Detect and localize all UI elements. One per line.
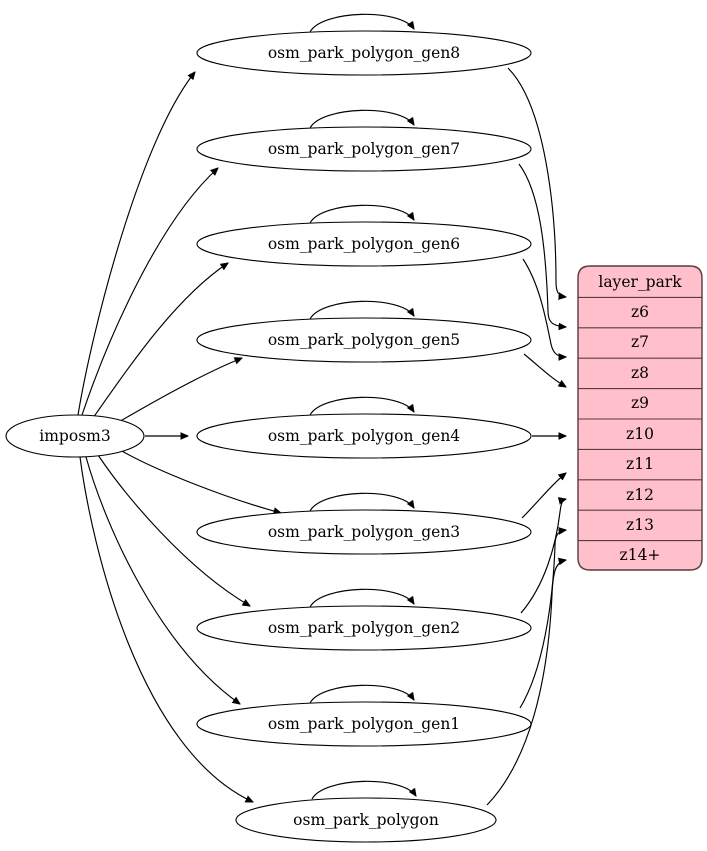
self-loop-gen8	[309, 13, 414, 33]
edge-imposm3-to-gen6	[92, 263, 228, 419]
edge-gen8-to-z6	[507, 67, 566, 297]
node-gen6-shape[interactable]	[196, 221, 532, 267]
node-gen7-shape[interactable]	[196, 126, 532, 172]
node-gen1-shape[interactable]	[196, 701, 532, 747]
node-gen1-label: osm_park_polygon_gen1	[268, 715, 460, 733]
edge-group-self-loops	[309, 13, 416, 800]
node-gen4[interactable]: osm_park_polygon_gen4	[196, 413, 532, 459]
node-gen5[interactable]: osm_park_polygon_gen5	[196, 317, 532, 363]
self-loop-gen6	[309, 204, 414, 224]
node-gen3-shape[interactable]	[196, 509, 532, 555]
node-base[interactable]: osm_park_polygon	[235, 797, 497, 843]
table-border	[577, 265, 703, 571]
edge-gen5-to-z9	[523, 353, 566, 387]
edge-imposm3-to-gen3	[119, 449, 281, 513]
node-gen3-label: osm_park_polygon_gen3	[268, 523, 460, 541]
node-gen8-label: osm_park_polygon_gen8	[268, 44, 460, 62]
node-gen1[interactable]: osm_park_polygon_gen1	[196, 701, 532, 747]
table-header-label: layer_park	[598, 273, 682, 291]
node-gen2-label: osm_park_polygon_gen2	[268, 619, 460, 637]
table-row-z14-label[interactable]: z14+	[620, 546, 661, 564]
node-gen8[interactable]: osm_park_polygon_gen8	[196, 30, 532, 76]
node-base-label: osm_park_polygon	[293, 811, 439, 829]
table-row-z10-label[interactable]: z10	[626, 425, 654, 443]
table-row-z13-label[interactable]: z13	[626, 516, 654, 534]
node-gen3[interactable]: osm_park_polygon_gen3	[196, 509, 532, 555]
self-loop-base	[311, 780, 416, 800]
edge-imposm3-to-gen2	[97, 454, 250, 606]
table-row-z9-label[interactable]: z9	[631, 394, 649, 412]
edge-gen7-to-z7	[518, 163, 566, 327]
edge-imposm3-to-gen7	[81, 168, 218, 416]
node-gen4-shape[interactable]	[196, 413, 532, 459]
layer-park-table[interactable]: layer_park z6 z7 z8 z9 z10 z11 z12 z13 z…	[577, 265, 703, 571]
edge-group-table	[486, 67, 566, 806]
node-imposm3[interactable]: imposm3	[5, 414, 145, 458]
edge-group-source	[77, 72, 281, 803]
node-imposm3-label: imposm3	[39, 427, 110, 445]
self-loop-gen3	[309, 492, 414, 512]
node-gen6[interactable]: osm_park_polygon_gen6	[196, 221, 532, 267]
node-gen7[interactable]: osm_park_polygon_gen7	[196, 126, 532, 172]
node-group: imposm3 osm_park_polygon_gen8 osm_park_p…	[5, 30, 532, 843]
edge-gen3-to-z11	[521, 473, 566, 519]
self-loop-gen7	[309, 109, 414, 129]
edge-imposm3-to-gen1	[85, 456, 240, 704]
table-row-z6-label[interactable]: z6	[631, 303, 649, 321]
edge-gen1-to-z13	[519, 530, 566, 709]
edge-gen6-to-z8	[522, 258, 566, 357]
table-row-z7-label[interactable]: z7	[631, 333, 649, 351]
node-gen7-label: osm_park_polygon_gen7	[268, 140, 460, 158]
node-gen5-shape[interactable]	[196, 317, 532, 363]
node-gen5-label: osm_park_polygon_gen5	[268, 331, 460, 349]
self-loop-gen1	[309, 684, 414, 704]
node-base-shape[interactable]	[235, 797, 497, 843]
edge-base-to-z14	[486, 560, 566, 806]
node-imposm3-shape[interactable]	[5, 414, 145, 458]
node-gen2-shape[interactable]	[196, 605, 532, 651]
edge-imposm3-to-gen5	[116, 358, 242, 424]
edge-gen2-to-z12	[520, 499, 566, 614]
table-row-z8-label[interactable]: z8	[631, 364, 649, 382]
edge-imposm3-to-gen8	[77, 72, 195, 416]
table-row-z12-label[interactable]: z12	[626, 486, 654, 504]
node-gen4-label: osm_park_polygon_gen4	[268, 427, 460, 445]
self-loop-gen4	[309, 396, 414, 416]
node-gen8-shape[interactable]	[196, 30, 532, 76]
edge-imposm3-to-base	[79, 456, 253, 803]
node-gen2[interactable]: osm_park_polygon_gen2	[196, 605, 532, 651]
node-gen6-label: osm_park_polygon_gen6	[268, 235, 460, 253]
self-loop-gen5	[309, 300, 414, 320]
table-row-z11-label[interactable]: z11	[626, 455, 654, 473]
self-loop-gen2	[309, 588, 414, 608]
table-background	[578, 266, 702, 570]
